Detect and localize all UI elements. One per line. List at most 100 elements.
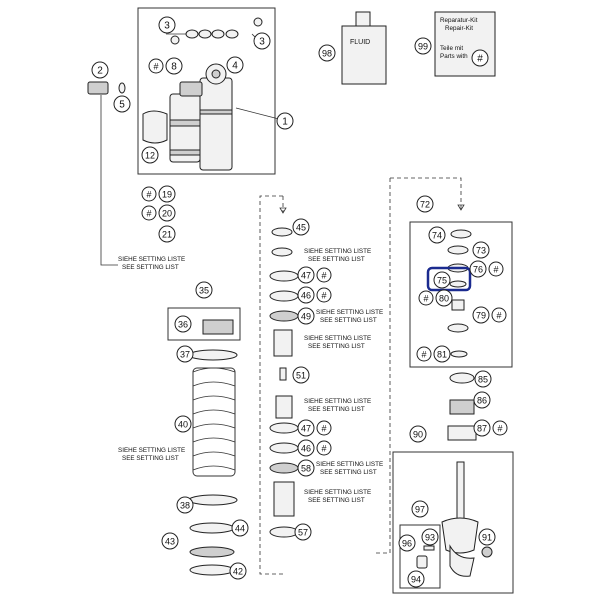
callout-47: 47 #	[297, 419, 332, 437]
callout-80: 80#	[418, 289, 453, 307]
callout-44: 44	[231, 519, 249, 537]
callout-12: 12	[141, 146, 159, 164]
hash-marker: #	[321, 271, 326, 281]
callouts: 3348#251129899#19#20#214547#46#495147#46…	[91, 16, 508, 588]
svg-text:Parts with: Parts with	[440, 53, 468, 60]
callout-79: 79#	[472, 306, 507, 324]
callout-40: 40	[174, 415, 192, 433]
callout-label: 40	[178, 420, 188, 430]
hash-marker: #	[153, 62, 158, 72]
callout-label: 20	[162, 209, 172, 219]
callout-85: 85	[474, 370, 492, 388]
hash-marker: #	[146, 209, 151, 219]
callout-label: 74	[432, 231, 442, 241]
callout-label: 86	[477, 396, 487, 406]
svg-text:SIEHE SETTING LISTE: SIEHE SETTING LISTE	[118, 447, 185, 454]
callout-58: 58	[297, 459, 315, 477]
callout-8: 8#	[148, 57, 183, 75]
callout-93: 93	[421, 528, 439, 546]
callout-label: #	[477, 54, 483, 65]
callout-1: 1	[276, 112, 294, 130]
hash-marker: #	[321, 424, 326, 434]
callout-97: 97	[411, 500, 429, 518]
fluid-label: FLUID	[350, 39, 370, 46]
connector-right-dashed	[374, 177, 462, 554]
svg-text:SEE SETTING LIST: SEE SETTING LIST	[308, 343, 365, 350]
callout-21: 21	[158, 225, 176, 243]
callout-label: 12	[145, 151, 155, 161]
callout-label: 51	[296, 371, 306, 381]
callout-19: 19 #	[141, 185, 176, 203]
svg-text:SEE SETTING LIST: SEE SETTING LIST	[320, 317, 377, 324]
hash-marker: #	[321, 291, 326, 301]
callout-label: 43	[165, 537, 175, 547]
adjuster-frame	[167, 307, 241, 341]
callout-label: 75	[437, 276, 447, 286]
shock-body	[142, 63, 233, 171]
shock-body-frame	[137, 7, 276, 175]
callout-label: 36	[178, 320, 188, 330]
inner-kit-frame	[399, 524, 441, 589]
callout-label: 96	[402, 539, 412, 549]
hash-marker: #	[146, 190, 151, 200]
svg-text:Reparatur-Kit: Reparatur-Kit	[440, 17, 478, 24]
callout-label: 46	[301, 444, 311, 454]
callout-86: 86	[473, 391, 491, 409]
callout-label: 45	[296, 223, 306, 233]
callout-label: 3	[259, 37, 265, 48]
callout-99: 99	[414, 37, 432, 55]
callout-2: 2	[91, 61, 109, 79]
inner-kit-parts	[416, 545, 435, 569]
callout-42: 42	[229, 562, 247, 580]
svg-text:Repair-Kit: Repair-Kit	[445, 25, 473, 32]
callout-label: 47	[301, 271, 311, 281]
svg-text:SEE SETTING LIST: SEE SETTING LIST	[320, 469, 377, 476]
callout-label: 44	[235, 524, 245, 534]
callout-76: 76#	[469, 260, 504, 278]
seal-rings-4	[170, 17, 263, 45]
callout-label: 3	[164, 21, 170, 32]
callout-label: 80	[439, 294, 449, 304]
callout-4: 4	[226, 56, 244, 74]
callout-81: 81#	[416, 345, 451, 363]
svg-text:SEE SETTING LIST: SEE SETTING LIST	[308, 256, 365, 263]
svg-text:Teile mit: Teile mit	[440, 45, 463, 52]
callout-hash: #	[471, 49, 489, 67]
callout-38: 38	[176, 496, 194, 514]
callout-label: 91	[482, 533, 492, 543]
callout-20: 20 #	[141, 204, 176, 222]
bearing-90	[441, 461, 493, 577]
callout-label: 47	[301, 424, 311, 434]
svg-text:SIEHE SETTING LISTE: SIEHE SETTING LISTE	[118, 256, 185, 263]
svg-text:SEE SETTING LIST: SEE SETTING LIST	[308, 497, 365, 504]
callout-label: 49	[301, 312, 311, 322]
callout-label: 98	[322, 49, 332, 59]
callout-label: 72	[420, 200, 430, 210]
callout-label: 38	[180, 501, 190, 511]
callout-label: 81	[437, 350, 447, 360]
hash-marker: #	[493, 265, 498, 275]
hash-marker: #	[321, 444, 326, 454]
fluid-can	[341, 11, 387, 85]
callout-94: 94	[407, 570, 425, 588]
fork-assembly-frame	[409, 221, 513, 368]
callout-label: 94	[411, 575, 421, 585]
callout-37: 37	[176, 345, 194, 363]
svg-text:SEE SETTING LIST: SEE SETTING LIST	[122, 455, 179, 462]
callout-label: 42	[233, 567, 243, 577]
callout-label: 35	[199, 286, 209, 296]
callout-75: 75	[433, 271, 451, 289]
fork-parts	[447, 229, 477, 441]
callout-label: 73	[476, 246, 486, 256]
hash-marker: #	[496, 311, 501, 321]
callout-label: 57	[298, 528, 308, 538]
callout-label: 97	[415, 505, 425, 515]
callout-label: 37	[180, 350, 190, 360]
callout-5: 5	[113, 95, 131, 113]
svg-text:SIEHE SETTING LISTE: SIEHE SETTING LISTE	[304, 398, 371, 405]
callout-label: 90	[413, 430, 423, 440]
callout-label: 19	[162, 190, 172, 200]
shim-stack	[269, 227, 299, 538]
callout-3: 3	[253, 32, 271, 50]
